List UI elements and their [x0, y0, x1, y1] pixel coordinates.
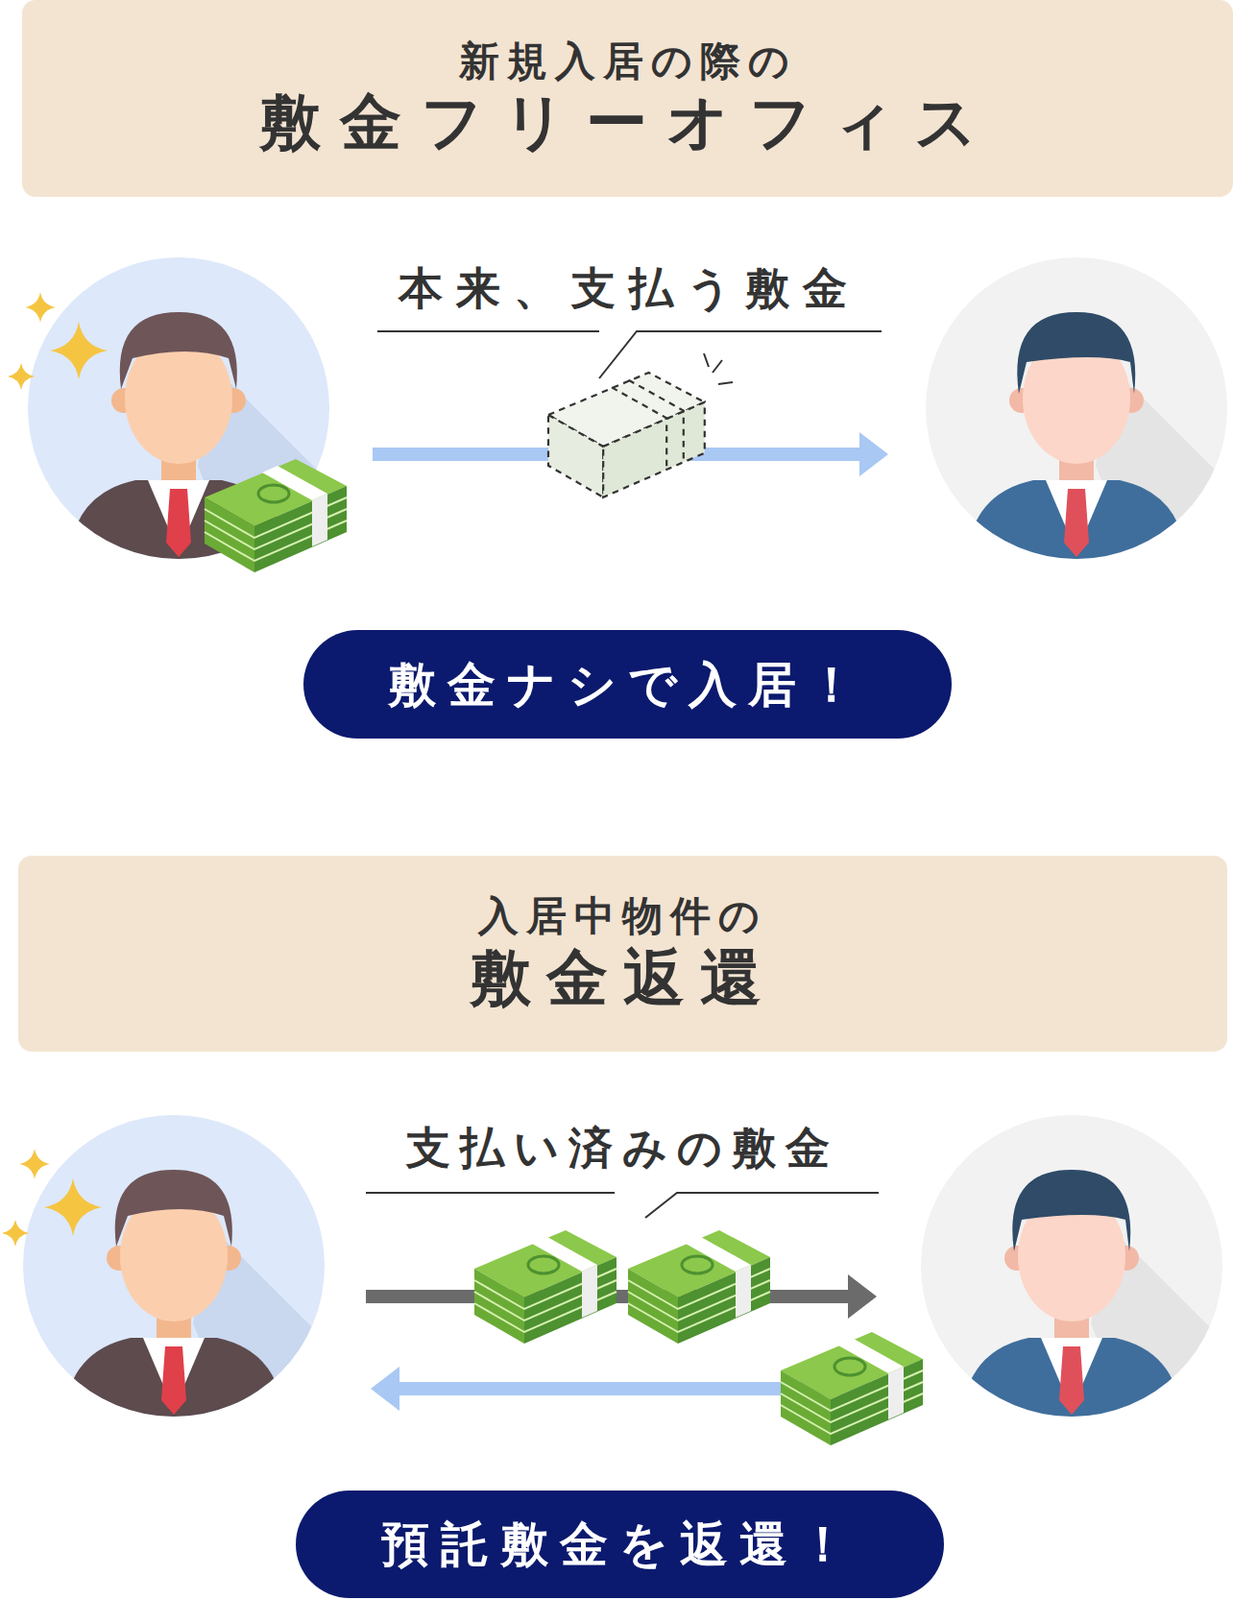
band-title: 敷金フリーオフィス — [259, 85, 997, 160]
callout-label: 支払い済みの敷金 — [406, 1121, 840, 1175]
band-title: 預託敷金を返還！ — [381, 1515, 859, 1573]
heading-band: 入居中物件の敷金返還 — [18, 855, 1228, 1052]
result-pill: 預託敷金を返還！ — [295, 1490, 944, 1598]
callout-label: 本来、支払う敷金 — [398, 262, 861, 315]
heading-band: 新規入居の際の敷金フリーオフィス — [22, 0, 1233, 197]
band-title: 敷金ナシで入居！ — [387, 655, 868, 714]
band-subtitle: 新規入居の際の — [459, 37, 798, 86]
result-pill: 敷金ナシで入居！ — [303, 629, 952, 739]
band-title: 敷金返還 — [469, 941, 777, 1016]
band-subtitle: 入居中物件の — [478, 892, 768, 941]
